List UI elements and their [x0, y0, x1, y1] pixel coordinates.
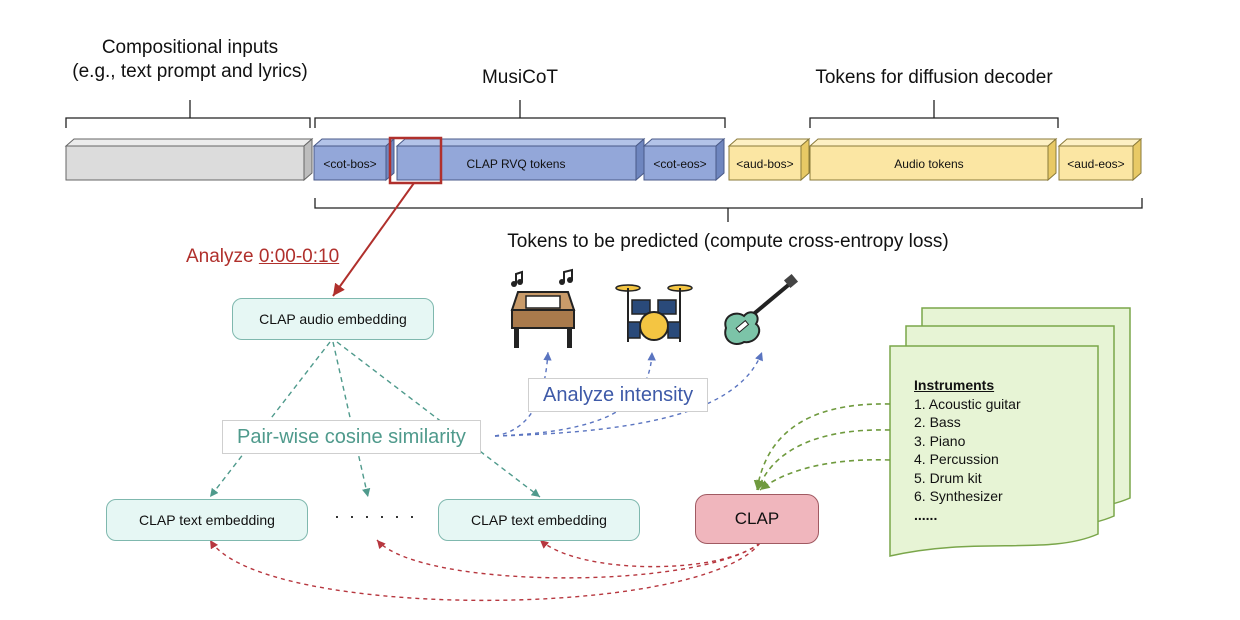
- instruments-title: Instruments: [914, 377, 995, 393]
- highlight-box: [388, 136, 443, 185]
- segment-label-cot-eos: <cot-eos>: [653, 157, 706, 171]
- instrument-item: 3. Piano: [914, 432, 966, 449]
- segment-cot-bos: [312, 137, 396, 182]
- instrument-clap-arrows: [753, 403, 891, 491]
- piano-icon: [510, 268, 576, 348]
- electric-guitar-icon: [724, 273, 799, 346]
- segment-label-cot-bos: <cot-bos>: [323, 157, 376, 171]
- cosine-similarity-label: Pair-wise cosine similarity: [222, 420, 481, 454]
- clap-model: CLAP: [695, 494, 819, 544]
- brace-predicted: [314, 198, 1143, 222]
- instrument-item: 6. Synthesizer: [914, 488, 1003, 504]
- instrument-item: 4. Percussion: [914, 451, 999, 467]
- clap-text-embedding-right: CLAP text embedding: [438, 499, 640, 541]
- brace-diffusion: [809, 100, 1059, 128]
- segment-label-audio-tokens: Audio tokens: [894, 157, 963, 171]
- diffusion-header: Tokens for diffusion decoder: [815, 67, 1053, 88]
- clap-text-arrows: [209, 539, 761, 602]
- segment-aud-eos: [1057, 137, 1143, 182]
- instrument-item: 2. Bass: [914, 414, 961, 430]
- drum-kit-icon: [615, 284, 693, 342]
- analyze-arrow: [332, 182, 415, 297]
- analyze-prefix: Analyze: [186, 246, 259, 267]
- instrument-item: 5. Drum kit: [914, 469, 982, 486]
- analyze-time: 0:00-0:10: [258, 246, 340, 267]
- segment-inputs: [64, 137, 314, 182]
- instrument-item: 1. Acoustic guitar: [914, 395, 1021, 412]
- instruments-document: [889, 307, 1131, 557]
- musicot-header: MusiCoT: [481, 67, 558, 88]
- segment-cot-eos: [642, 137, 726, 182]
- brace-inputs: [65, 100, 311, 128]
- instrument-item-more: ......: [914, 506, 938, 523]
- inputs-header-line2: (e.g., text prompt and lyrics): [72, 61, 308, 82]
- segment-clap-rvq: [395, 137, 646, 182]
- instruments-list: Instruments 1. Acoustic guitar 2. Bass 3…: [914, 376, 1021, 524]
- inputs-header: Compositional inputs (e.g., text prompt …: [40, 36, 340, 84]
- segment-label-clap-rvq: CLAP RVQ tokens: [467, 157, 566, 171]
- predicted-header: Tokens to be predicted (compute cross-en…: [507, 231, 949, 252]
- brace-musicot: [314, 100, 726, 128]
- clap-audio-embedding: CLAP audio embedding: [232, 298, 434, 340]
- inputs-header-line1: Compositional inputs: [101, 37, 279, 58]
- analyze-intensity-label: Analyze intensity: [528, 378, 709, 412]
- cosine-arrows: [209, 341, 541, 498]
- analyze-label: Analyze 0:00-0:10: [186, 246, 339, 268]
- segment-audio-tokens: [808, 137, 1058, 182]
- segment-label-aud-eos: <aud-eos>: [1067, 157, 1124, 171]
- segment-label-aud-bos: <aud-bos>: [736, 157, 793, 171]
- ellipsis: · · · · · ·: [334, 506, 417, 526]
- clap-text-embedding-left: CLAP text embedding: [106, 499, 308, 541]
- segment-aud-bos: [727, 137, 811, 182]
